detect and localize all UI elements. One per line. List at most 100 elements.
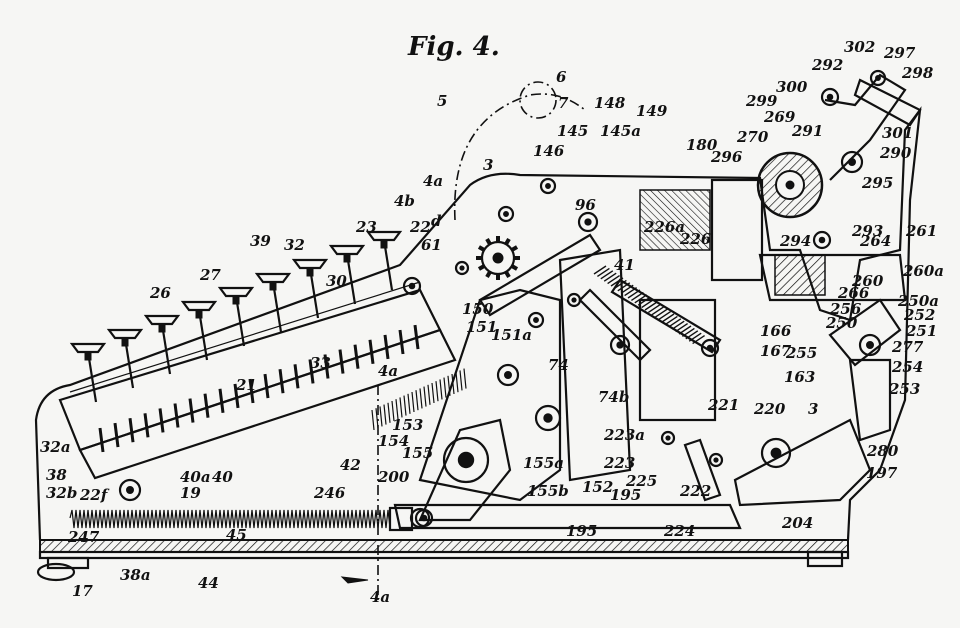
key-cap [254, 272, 292, 284]
callout-label: 146 [533, 142, 565, 160]
callout-label: 22 [409, 218, 431, 236]
callout-label: 251 [905, 322, 937, 340]
callout-label: 4b [394, 192, 415, 210]
callout-label: 297 [883, 44, 916, 62]
callout-label: 255 [785, 344, 817, 362]
callout-label: 294 [779, 232, 811, 250]
callout-label: 290 [879, 144, 912, 162]
callout-label: 41 [614, 256, 635, 274]
callout-label: 17 [72, 582, 93, 600]
callout-label: 19 [180, 484, 201, 502]
callout-label: 269 [763, 108, 796, 126]
base-spring [69, 506, 431, 532]
platen-roll [756, 151, 824, 219]
callout-label: d [431, 212, 442, 230]
callout-label: 30 [326, 272, 347, 290]
key-neck [306, 267, 314, 277]
callout-label: 61 [421, 236, 442, 254]
callout-label: 225 [625, 472, 657, 490]
callout-label: 149 [636, 102, 668, 120]
callout-label: 3 [483, 156, 493, 174]
callout-label: 3 [808, 400, 818, 418]
callout-label: 151a [491, 326, 532, 344]
callout-label: 195 [566, 522, 597, 540]
motion-path [453, 93, 586, 221]
callout-label: 300 [776, 78, 808, 96]
callout-label: 22f [79, 486, 110, 504]
callout-label: 32b [46, 484, 77, 502]
callout-label: 40a [180, 468, 211, 486]
callout-label: 155 [402, 444, 433, 462]
callout-label: 152 [582, 478, 613, 496]
callout-label: 26 [149, 284, 171, 302]
callout-label: 7 [558, 94, 569, 112]
callout-label: 270 [736, 128, 769, 146]
callout-label: 261 [905, 222, 937, 240]
callout-label: 154 [378, 432, 409, 450]
callout-label: 155b [527, 482, 569, 500]
callout-label: 222 [679, 482, 711, 500]
key-cap [217, 286, 255, 298]
key-neck [121, 337, 129, 347]
callout-label: 254 [891, 358, 923, 376]
callout-label: 40 [212, 468, 233, 486]
callout-label: 4a [423, 172, 443, 190]
callout-label: 295 [861, 174, 893, 192]
callout-label: 246 [313, 484, 346, 502]
callout-label: 32 [284, 236, 305, 254]
keyboard-bank [58, 281, 457, 480]
callout-label: 226a [643, 218, 685, 236]
key-cap [180, 300, 218, 312]
callout-label: 33 [310, 354, 331, 372]
callout-label: 264 [859, 232, 891, 250]
callout-label: 195 [610, 486, 641, 504]
callout-label: 280 [866, 442, 899, 460]
key-row [69, 230, 403, 403]
callout-label: 296 [710, 148, 743, 166]
paper-arm [824, 73, 907, 181]
key-neck [343, 253, 351, 263]
callout-label: 74 [548, 356, 569, 374]
callout-label: 250 [825, 314, 858, 332]
callout-label: 167 [760, 342, 792, 360]
callout-label: 224 [663, 522, 695, 540]
callout-label: 204 [781, 514, 813, 532]
callout-label: 145 [557, 122, 588, 140]
callout-label: 27 [199, 266, 221, 284]
callout-label: 38a [120, 566, 151, 584]
key-neck [380, 239, 388, 249]
key-neck [158, 323, 166, 333]
callout-label: 200 [377, 468, 410, 486]
callout-label: 32a [40, 438, 71, 456]
escapement-gear [476, 236, 520, 280]
callout-label: 4a [370, 588, 390, 606]
key-neck [84, 351, 92, 361]
callout-label: 145a [600, 122, 641, 140]
callout-label: 298 [901, 64, 934, 82]
key-cap [143, 314, 181, 326]
callout-label: 250a [897, 292, 939, 310]
diagonal-spring [371, 265, 705, 431]
base-plate [36, 539, 850, 582]
callout-label: 153 [392, 416, 423, 434]
callout-label: 42 [340, 456, 361, 474]
callout-label: 266 [837, 284, 870, 302]
callout-label: 74b [598, 388, 629, 406]
callout-label: 223 [603, 454, 635, 472]
key-cap [365, 230, 403, 242]
callout-label: 299 [745, 92, 778, 110]
key-cap [106, 328, 144, 340]
callout-label: 38 [46, 466, 67, 484]
key-cap [328, 244, 366, 256]
callout-label: 4a [378, 362, 398, 380]
callout-label: 166 [760, 322, 792, 340]
callout-label: 21 [235, 376, 257, 394]
callout-label: 277 [891, 338, 924, 356]
callout-label: 148 [594, 94, 626, 112]
callout-label: 96 [575, 196, 596, 214]
callout-label: 247 [67, 528, 100, 546]
callout-label: 197 [866, 464, 898, 482]
